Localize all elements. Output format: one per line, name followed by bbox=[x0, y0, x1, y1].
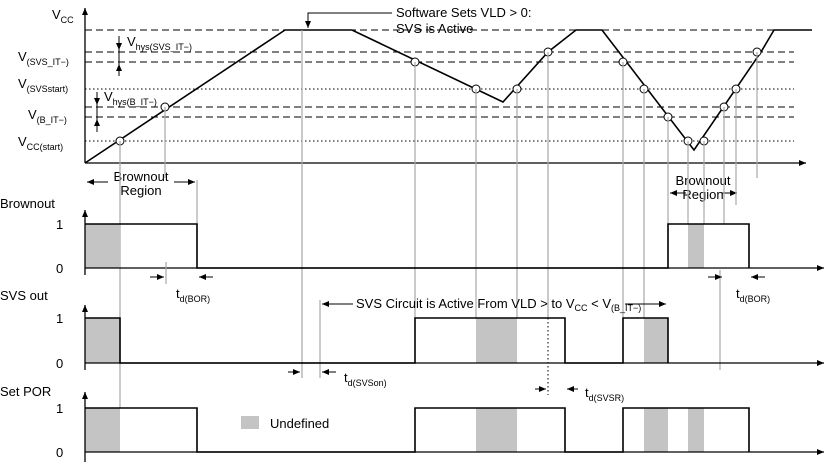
undefined-region bbox=[476, 408, 517, 452]
svs-out-label: SVS out bbox=[0, 288, 48, 303]
set-por-panel: Set POR 1 0 Undefined bbox=[0, 384, 824, 462]
undefined-region bbox=[85, 224, 120, 268]
software-callout-line1: Software Sets VLD > 0: bbox=[396, 5, 531, 20]
set-por-label: Set POR bbox=[0, 384, 51, 399]
svs-out-panel: SVS out 1 0 SVS Circuit is Active From V… bbox=[0, 288, 824, 403]
label-svs-start: V(SVSstart) bbox=[18, 76, 68, 94]
brownout-signal bbox=[85, 223, 750, 269]
td-bor-1-label: td(BOR) bbox=[176, 286, 210, 304]
undefined-region bbox=[85, 318, 120, 363]
vcc-waveform bbox=[84, 29, 812, 164]
brownout-region-2-line2: Region bbox=[682, 187, 723, 202]
undefined-region bbox=[688, 408, 704, 452]
brownout-level-0: 0 bbox=[56, 261, 63, 276]
legend-undefined-swatch bbox=[241, 416, 259, 429]
svs-out-level-0: 0 bbox=[56, 356, 63, 371]
brownout-region-1-line1: Brownout bbox=[114, 169, 169, 184]
software-callout-arrow bbox=[305, 12, 392, 28]
label-hys-b: Vhys(B_IT−) bbox=[104, 89, 157, 107]
set-por-level-1: 1 bbox=[56, 401, 63, 416]
undefined-region bbox=[644, 318, 668, 363]
svs-out-level-1: 1 bbox=[56, 311, 63, 326]
undefined-region bbox=[85, 408, 120, 452]
label-svs-it: V(SVS_IT−) bbox=[18, 49, 69, 67]
guide-lines bbox=[119, 30, 758, 408]
brownout-region-2-line1: Brownout bbox=[676, 173, 731, 188]
set-por-level-0: 0 bbox=[56, 445, 63, 460]
label-hys-svs: Vhys(SVS_IT−) bbox=[127, 34, 192, 52]
legend-undefined-label: Undefined bbox=[270, 416, 329, 431]
brownout-panel: Brownout 1 0 td(BOR) td(BOR) bbox=[0, 196, 824, 304]
td-svsr-label: td(SVSR) bbox=[585, 385, 624, 403]
software-callout-line2: SVS is Active bbox=[396, 21, 473, 36]
undefined-region bbox=[644, 408, 668, 452]
brownout-region-1-line2: Region bbox=[120, 183, 161, 198]
brownout-level-1: 1 bbox=[56, 217, 63, 232]
set-por-signal bbox=[85, 407, 750, 453]
undefined-region bbox=[688, 224, 704, 268]
td-svson-label: td(SVSon) bbox=[344, 370, 387, 388]
svs-out-signal bbox=[85, 317, 669, 364]
td-bor-2-label: td(BOR) bbox=[736, 286, 770, 304]
undefined-region bbox=[476, 318, 517, 363]
label-vcc: VCC bbox=[52, 7, 74, 25]
svs-active-text: SVS Circuit is Active From VLD > to VCC … bbox=[356, 296, 641, 313]
label-vcc-start: VCC(start) bbox=[18, 134, 63, 152]
brownout-label: Brownout bbox=[0, 196, 55, 211]
label-b-it: V(B_IT−) bbox=[28, 107, 67, 125]
